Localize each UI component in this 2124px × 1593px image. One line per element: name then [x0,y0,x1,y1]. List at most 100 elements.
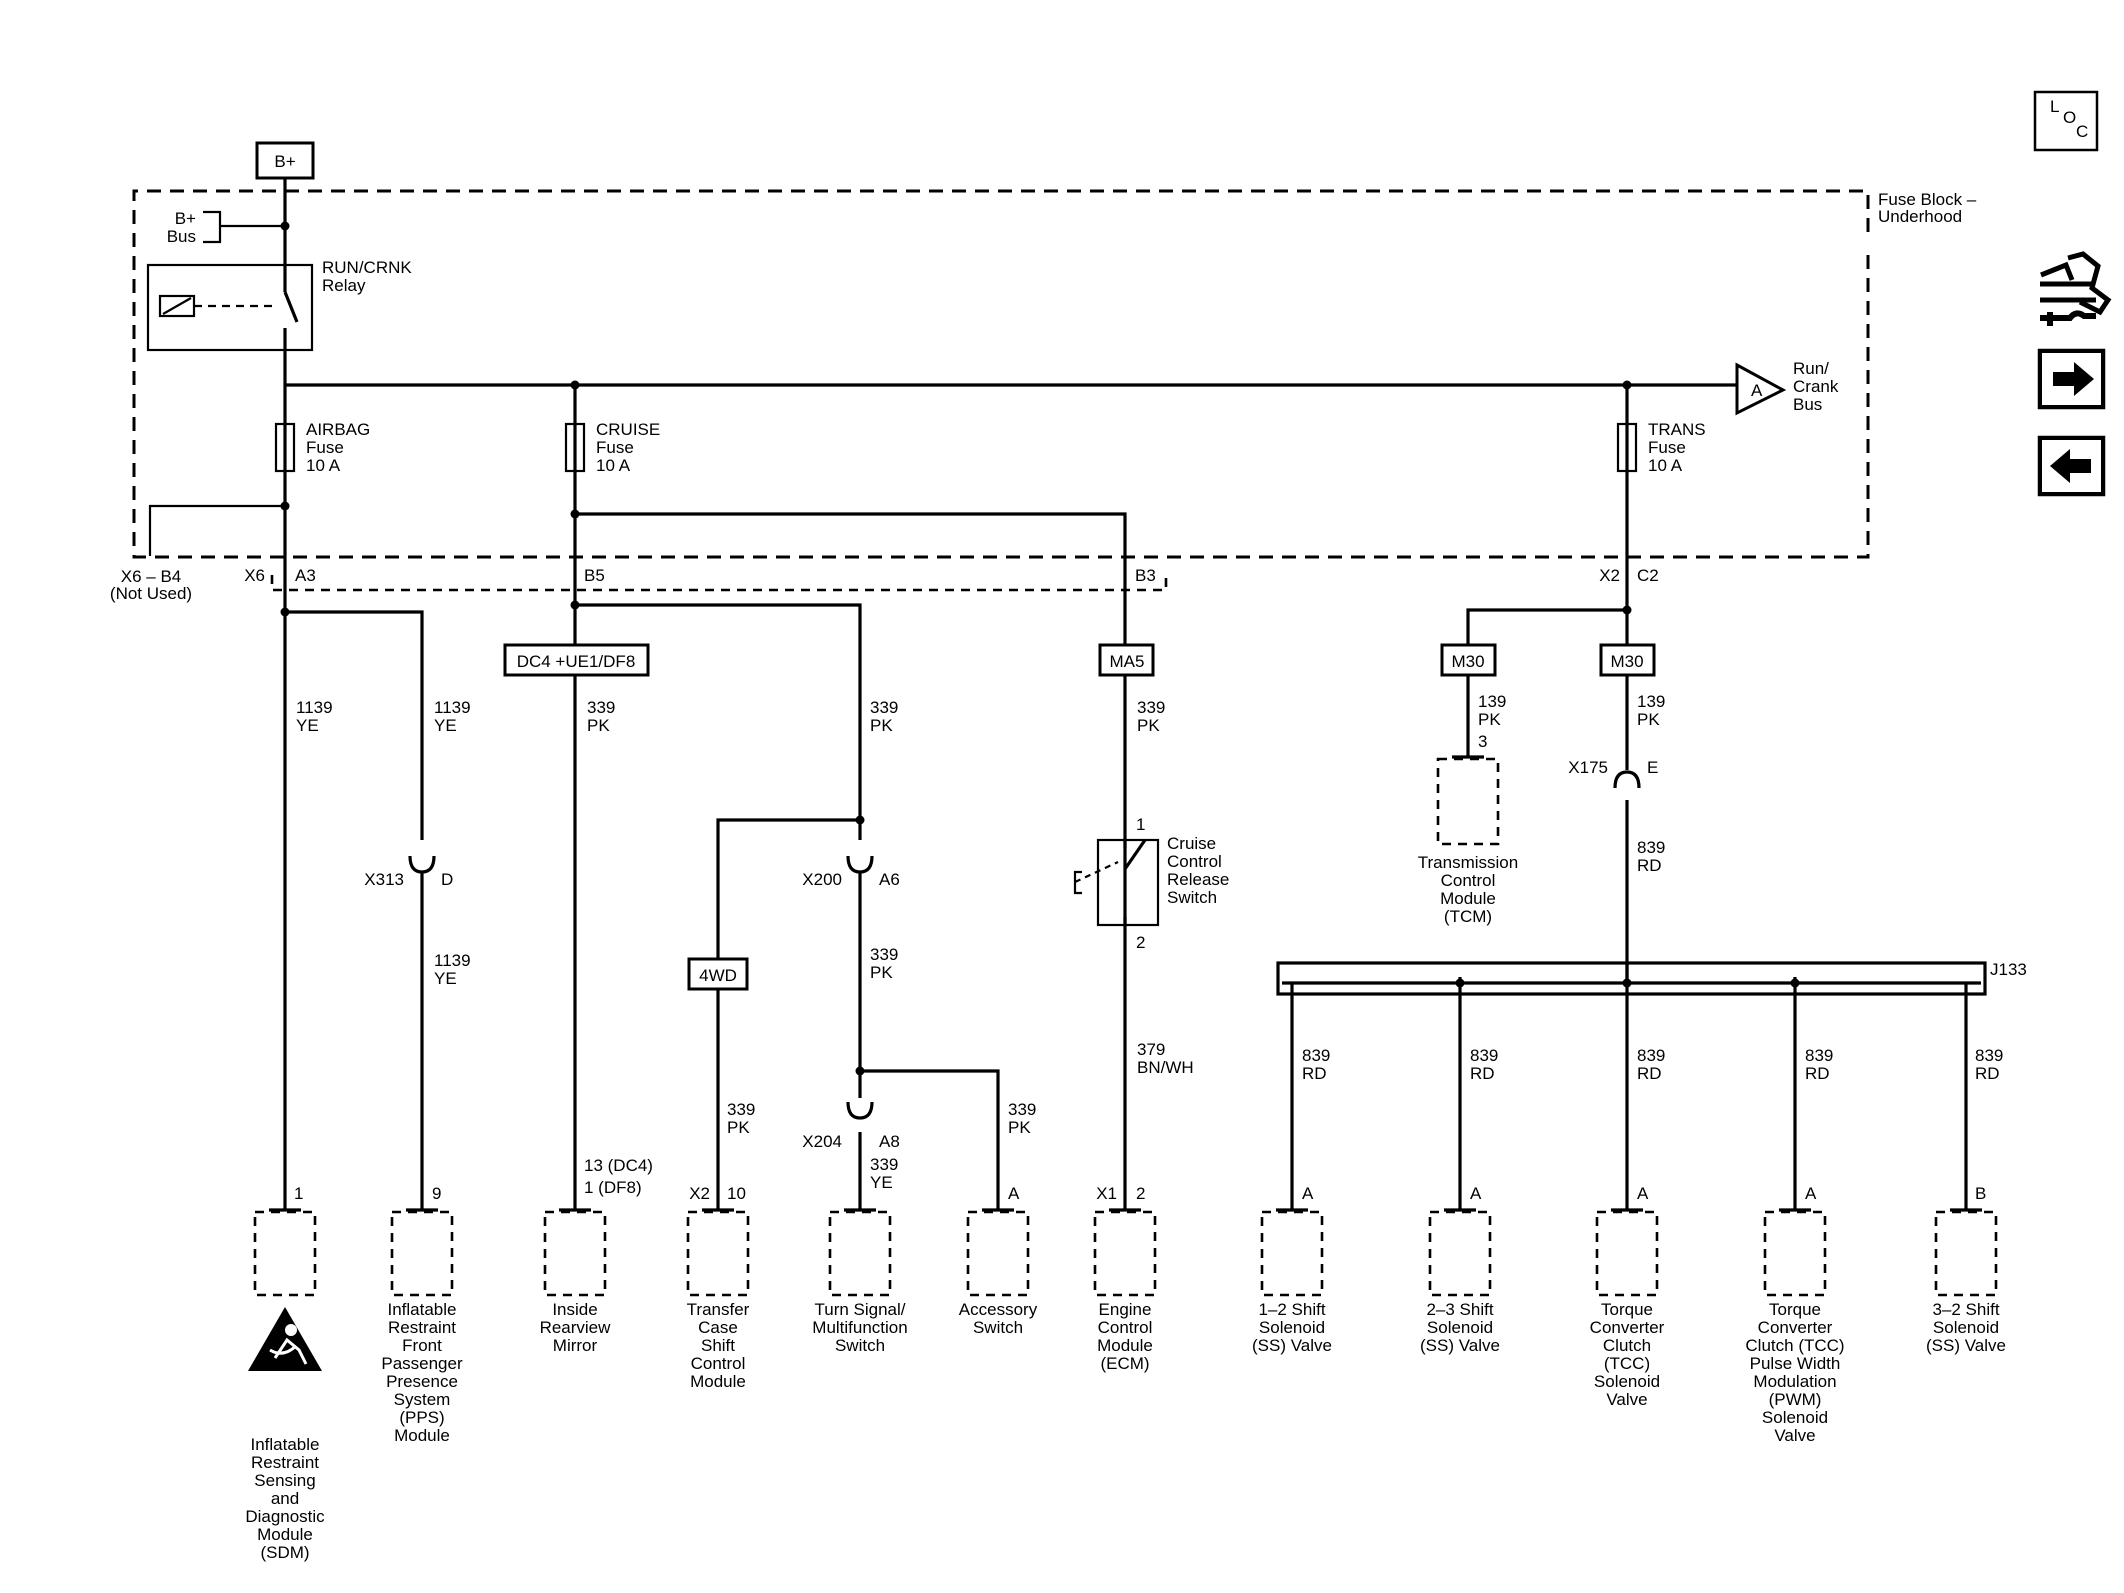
tcm-label-line4: (TCM) [1444,907,1492,926]
w839-c-color: RD [1470,1064,1495,1083]
w379-color: BN/WH [1137,1058,1194,1077]
w1139-c-num: 1139 [434,951,471,970]
w839-e-color: RD [1805,1064,1830,1083]
s12-label-line2: Solenoid [1259,1318,1325,1337]
mirror-component-outline [543,1210,607,1297]
pps-label-line5: Presence [386,1372,458,1391]
s23-component-outline [1428,1210,1492,1297]
mirror-pin-b: 1 (DF8) [584,1178,642,1197]
pps-label-line3: Front [402,1336,442,1355]
w1139-b-num: 1139 [434,698,471,717]
sdm-pin: 1 [294,1184,303,1203]
s32-pin: B [1975,1184,1986,1203]
cruise-fuse-rating: 10 A [596,456,631,475]
w339-f-color: YE [870,1173,893,1192]
w839-f-color: RD [1975,1064,2000,1083]
pps-label-line4: Passenger [381,1354,463,1373]
pwm-label-line4: Pulse Width [1750,1354,1841,1373]
pin-x313: X313 [364,870,404,889]
pps-label-line7: (PPS) [399,1408,444,1427]
turn-label-line1: Turn Signal/ [814,1300,905,1319]
acc-component-outline [966,1210,1030,1297]
sdm-label-line7: (SDM) [260,1543,309,1562]
switch-label-line2: Control [1167,852,1222,871]
fuse-block-outline [132,189,1870,559]
s12-label-line1: 1–2 Shift [1258,1300,1325,1319]
w1139-a-color: YE [296,716,319,735]
location-icon[interactable]: L O C [2033,90,2099,152]
relay-label-line1: RUN/CRNK [322,258,412,277]
pin-x2: X2 [1599,566,1620,585]
svg-text:B+: B+ [274,152,295,171]
acc-label-line2: Switch [973,1318,1023,1337]
ecm-label-line1: Engine [1099,1300,1152,1319]
sdm-component-outline [253,1210,317,1297]
fuse-block-label-line2: Underhood [1878,207,1962,226]
w839-a-color: RD [1637,856,1662,875]
sdm-label-line6: Module [257,1525,313,1544]
w339-e-color: PK [1008,1118,1031,1137]
loc-letter-o: O [2063,108,2076,127]
w139-b-color: PK [1637,710,1660,729]
pwm-label-line1: Torque [1769,1300,1821,1319]
w339-b-color: PK [870,716,893,735]
pwm-label-line6: (PWM) [1769,1390,1822,1409]
tcase-connector: X2 [689,1184,710,1203]
pin-b5: B5 [584,566,605,585]
option-tag-m30-tcm: M30 [1440,643,1497,677]
b-plus-bus-bracket [203,210,285,244]
s23-label-line1: 2–3 Shift [1426,1300,1493,1319]
bus-label-line1: B+ [175,209,196,228]
airbag-warning-icon [248,1307,322,1371]
w839-b-num: 839 [1302,1046,1330,1065]
pwm-label-line2: Converter [1758,1318,1833,1337]
mirror-pin-a: 13 (DC4) [584,1156,653,1175]
w339-c-color: PK [870,963,893,982]
sdm-label-line5: Diagnostic [245,1507,325,1526]
w339-a-num: 339 [587,698,615,717]
mirror-label-line2: Rearview [540,1318,612,1337]
option-tag-m30-trans: M30 [1599,643,1656,677]
run-crank-bus-line1: Run/ [1793,359,1829,378]
sdm-label-line1: Inflatable [251,1435,320,1454]
ecm-label-line3: Module [1097,1336,1153,1355]
option-tag-dc4: DC4 +UE1/DF8 [503,643,650,677]
airbag-fuse-name: AIRBAG [306,420,370,439]
option-tag-4wd: 4WD [687,957,749,991]
w1139-a-num: 1139 [296,698,333,717]
previous-page-arrow-icon[interactable] [2037,435,2106,497]
s23-label-line3: (SS) Valve [1420,1336,1500,1355]
s32-component-outline [1934,1210,1998,1297]
pps-pin: 9 [432,1184,441,1203]
pin-x6: X6 [244,566,265,585]
pps-label-line6: System [394,1390,451,1409]
x175-connector-symbol [1613,770,1641,789]
w339-g-num: 339 [1137,698,1165,717]
tcc-label-line4: (TCC) [1604,1354,1650,1373]
mirror-label-line3: Mirror [553,1336,598,1355]
w339-c-num: 339 [870,945,898,964]
s23-label-line2: Solenoid [1427,1318,1493,1337]
ecm-pin: 2 [1136,1184,1145,1203]
tcm-label-line2: Control [1441,871,1496,890]
tcase-label-line5: Module [690,1372,746,1391]
pin-a3: A3 [295,566,316,585]
tcc-label-line2: Converter [1590,1318,1665,1337]
fuse-block-label-line1: Fuse Block – [1878,190,1977,209]
trans-fuse [1616,422,1638,473]
run-crank-bus-line2: Crank [1793,377,1839,396]
next-page-arrow-icon[interactable] [2037,348,2106,410]
pin-x200: X200 [802,870,842,889]
w339-d-num: 339 [727,1100,755,1119]
accessory-pin: A [1008,1184,1020,1203]
airbag-fuse-type: Fuse [306,438,344,457]
tcm-outline [1436,757,1500,846]
connector-tools-icon[interactable] [2040,251,2112,326]
tcase-label-line2: Case [698,1318,738,1337]
w839-f-num: 839 [1975,1046,2003,1065]
w339-e-num: 339 [1008,1100,1036,1119]
w339-a-color: PK [587,716,610,735]
airbag-fuse [274,422,296,473]
run-crank-bus-letter: A [1751,381,1763,400]
tcc-label-line3: Clutch [1603,1336,1651,1355]
